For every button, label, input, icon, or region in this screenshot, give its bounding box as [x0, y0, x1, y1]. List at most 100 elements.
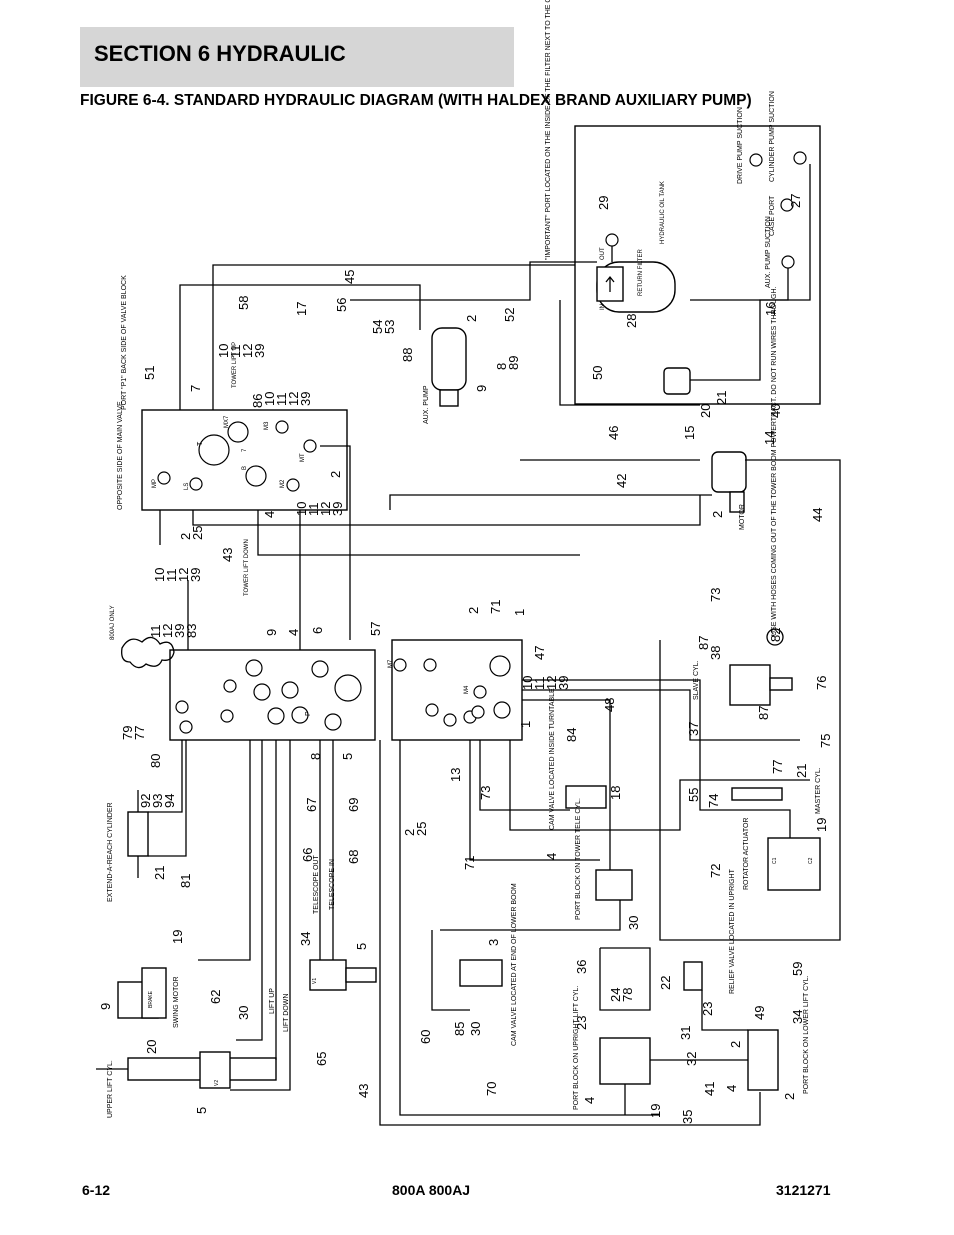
cylinder-pump-suction-port: [793, 151, 807, 165]
label-port-p1: PORT "P1" BACK SIDE OF VALVE BLOCK: [121, 275, 128, 410]
callout-1b: 1: [518, 721, 533, 728]
port-t: [198, 434, 230, 466]
port-ls: [189, 477, 203, 491]
port-14: [253, 683, 271, 701]
port-1: [489, 655, 511, 677]
tower-tele-port-block: [595, 869, 633, 901]
callout-9a: 9: [474, 385, 489, 392]
port-m2: [286, 478, 300, 492]
callout-5a: 5: [340, 753, 355, 760]
callout-10_39d: 10111239: [152, 568, 203, 582]
port-label-mt: MT: [300, 453, 306, 462]
callout-48: 48: [602, 698, 617, 712]
port-16: [220, 709, 234, 723]
callout-19a: 19: [814, 818, 829, 832]
callout-16: 16: [763, 302, 778, 316]
callout-2e: 2: [728, 1041, 743, 1048]
label-slave-cyl: SLAVE CYL.: [693, 660, 700, 700]
callout-43a: 43: [220, 548, 235, 562]
port-5: [425, 703, 439, 717]
label-port-block-tower-tele: PORT BLOCK ON TOWER TELE CYL.: [575, 798, 582, 920]
callout-69: 69: [346, 798, 361, 812]
callout-41: 41: [702, 1082, 717, 1096]
callout-19c: 19: [648, 1104, 663, 1118]
label-drive-pump-suction: DRIVE PUMP SUCTION: [737, 107, 744, 184]
callout-6: 6: [310, 627, 325, 634]
callout-71a: 71: [488, 600, 503, 614]
callout-79_77: 7977: [120, 726, 147, 740]
callout-4c: 4: [544, 853, 559, 860]
callout-13: 13: [448, 768, 463, 782]
callout-35: 35: [680, 1110, 695, 1124]
callout-28: 28: [624, 314, 639, 328]
label-rotator-actuator: ROTATOR ACTUATOR: [743, 818, 750, 890]
label-port-block-upright: PORT BLOCK ON UPRIGHT LIFT CYL.: [573, 986, 580, 1110]
master-cylinder: [731, 787, 783, 801]
callout-70: 70: [484, 1082, 499, 1096]
callout-49: 49: [752, 1006, 767, 1020]
callout-76: 76: [814, 676, 829, 690]
label-only-800aj: 800AJ ONLY: [110, 605, 116, 640]
label-aux-pump: AUX. PUMP: [423, 385, 430, 424]
callout-2c: 2: [328, 471, 343, 478]
label-swing-motor: SWING MOTOR: [173, 976, 180, 1028]
callout-37: 37: [686, 722, 701, 736]
label-powertract-note: USE WITH HOSES COMING OUT OF THE TOWER B…: [771, 286, 778, 636]
callout-24_78: 2478: [608, 988, 635, 1002]
callout-8: 8: [308, 753, 323, 760]
model-number: 800A 800AJ: [392, 1182, 471, 1198]
label-relief-valve-upright: RELIEF VALVE LOCATED IN UPRIGHT: [729, 868, 736, 994]
port-3: [443, 713, 457, 727]
port-label-b: B: [242, 466, 248, 470]
callout-84: 84: [564, 728, 579, 742]
telescope-port-block: [309, 959, 347, 991]
callout-54_53: 5453: [370, 320, 397, 334]
port-mt: [303, 439, 317, 453]
page-number: 6-12: [82, 1182, 111, 1198]
port-label-seven: 7: [242, 448, 248, 452]
hydraulic-oil-tank: [574, 125, 821, 405]
swing-motor-brake: [141, 967, 167, 1019]
port-9: [324, 713, 342, 731]
callout-44: 44: [810, 508, 825, 522]
label-brake: BRAKE: [148, 990, 154, 1008]
label-case-port: CASE PORT: [769, 195, 776, 236]
callout-2b: 2: [464, 315, 479, 322]
callout-10_39c: 10111239: [294, 502, 345, 516]
label-cam-valve-turntable: CAM VALVE LOCATED INSIDE TURNTABLE: [549, 688, 556, 830]
callout-67: 67: [304, 798, 319, 812]
callout-32: 32: [684, 1052, 699, 1066]
slave-cylinder: [729, 664, 771, 706]
callout-9b: 9: [264, 629, 279, 636]
callout-11_83: 11123983: [148, 624, 199, 638]
control-valve-right: [391, 639, 523, 741]
cloud-800aj: [121, 636, 175, 669]
figure-title: FIGURE 6-4. STANDARD HYDRAULIC DIAGRAM (…: [80, 92, 752, 109]
label-extend-a-reach: EXTEND-A-REACH CYLINDER: [107, 802, 114, 902]
callout-30b: 30: [236, 1006, 251, 1020]
port-label-v1: V1: [312, 978, 318, 984]
section-banner: SECTION 6 HYDRAULIC: [80, 27, 514, 87]
aux-pump-body: [431, 327, 467, 391]
motor-shaft: [729, 491, 745, 513]
callout-5b: 5: [354, 943, 369, 950]
label-port-block-lower: PORT BLOCK ON LOWER LIFT CYL.: [803, 975, 810, 1094]
document-number: 3121271: [776, 1182, 831, 1198]
port-12: [267, 707, 285, 725]
callout-80: 80: [148, 754, 163, 768]
callout-29: 29: [596, 196, 611, 210]
port-label-c2: C2: [808, 857, 814, 864]
callout-10_39e: 10111239: [520, 676, 571, 690]
hose-lines: [148, 164, 841, 1126]
telescope-cylinder: [345, 967, 377, 983]
port-17: [179, 720, 193, 734]
callout-82-circle: [766, 628, 784, 646]
label-cylinder-pump-suction: CYLINDER PUMP SUCTION: [769, 91, 776, 182]
port-10: [311, 660, 329, 678]
callout-21a: 21: [714, 391, 729, 405]
lower-lift-port-block: [747, 1029, 779, 1091]
port-b: [245, 465, 267, 487]
port-label-m4: M4: [464, 685, 470, 694]
port-label-t: T: [197, 441, 204, 446]
